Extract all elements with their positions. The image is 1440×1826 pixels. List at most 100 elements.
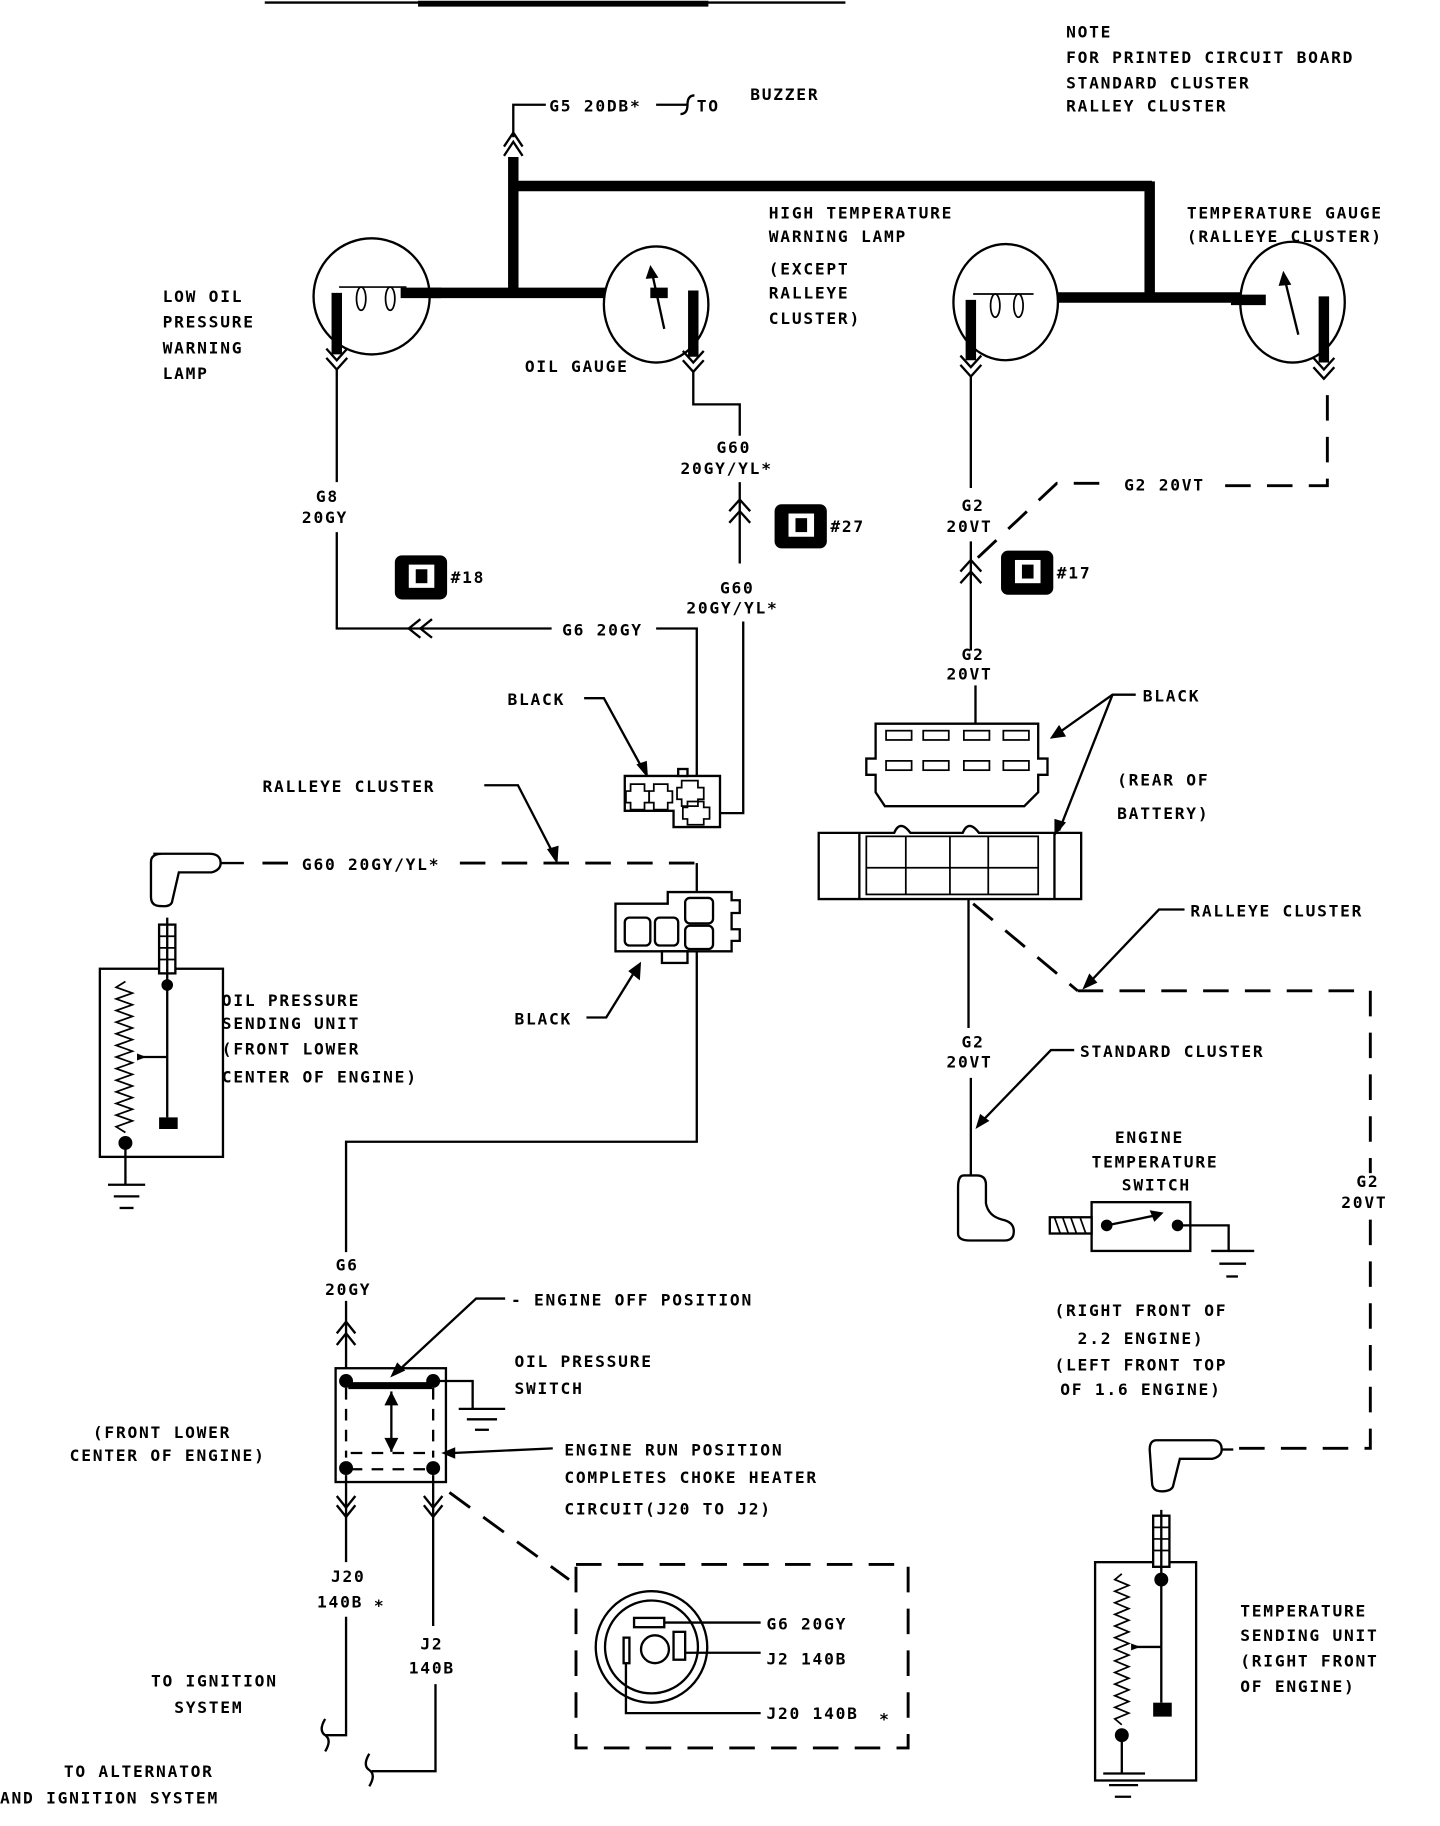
wire-label: 20VT — [1341, 1193, 1387, 1212]
lamp-note: RALLEYE — [769, 284, 850, 303]
engine-temperature-switch: ENGINE TEMPERATURE SWITCH (RIGHT FRONT O… — [1048, 1128, 1255, 1399]
printed-circuit-bus — [400, 157, 1266, 303]
wire-label: G60 20GY/YL* — [302, 855, 440, 874]
wire-label: G6 20GY — [562, 620, 643, 639]
wire-g6-switch: G6 20GY — [325, 1256, 371, 1380]
callout-label: BLACK — [514, 1009, 572, 1028]
switch-outputs: J20 140B * J2 140B TO IGNITION SYSTEM TO… — [0, 1475, 455, 1808]
wire-label: G6 — [336, 1256, 359, 1275]
wire-label: 20GY/YL* — [686, 598, 778, 617]
wire-g60: G60 20GY/YL* G60 20GY/YL* — [681, 371, 778, 815]
component-label: OIL PRESSURE — [222, 991, 360, 1010]
wire-g8: G8 20GY G6 20GY — [302, 369, 698, 779]
destination-label: TO ALTERNATOR — [64, 1762, 214, 1781]
high-temperature-warning-lamp: HIGH TEMPERATURE WARNING LAMP (EXCEPT RA… — [769, 204, 1060, 379]
wire-label: J20 — [331, 1567, 366, 1586]
note-block: NOTE FOR PRINTED CIRCUIT BOARD STANDARD … — [1066, 22, 1354, 116]
wire-label: G2 — [1356, 1172, 1379, 1191]
callout-label: ENGINE RUN POSITION — [564, 1440, 783, 1459]
component-label: OF ENGINE) — [1240, 1677, 1355, 1696]
destination-label: AND IGNITION SYSTEM — [0, 1789, 219, 1808]
wire-label-g5: G5 20DB* — [549, 97, 641, 116]
callout-label: CIRCUIT(J20 TO J2) — [564, 1500, 771, 1519]
black-connector-right: BLACK (REAR OF BATTERY) — [817, 687, 1209, 901]
inset-label: J2 140B — [766, 1649, 847, 1668]
location-label: (RIGHT FRONT OF — [1054, 1301, 1227, 1320]
callout-label: BLACK — [1143, 687, 1201, 706]
location-label: (REAR OF — [1117, 770, 1209, 789]
callout-label: RALLEYE CLUSTER — [1190, 901, 1363, 920]
component-label: SENDING UNIT — [1240, 1626, 1378, 1645]
callout-label: BLACK — [507, 690, 565, 709]
component-label: TEMPERATURE — [1092, 1152, 1219, 1171]
lamp-label: LOW OIL — [163, 287, 244, 306]
component-label: ENGINE — [1115, 1128, 1184, 1147]
oil-pressure-switch: OIL PRESSURE SWITCH - ENGINE OFF POSITIO… — [70, 1291, 818, 1519]
location-label: (LEFT FRONT TOP — [1054, 1356, 1227, 1375]
lamp-label: WARNING LAMP — [769, 227, 907, 246]
callout-label: STANDARD CLUSTER — [1080, 1042, 1264, 1061]
component-label: SENDING UNIT — [222, 1014, 360, 1033]
connector-ref-17: #17 — [1001, 550, 1092, 595]
switch-connector-inset: G6 20GY J2 140B J20 140B * — [448, 1491, 910, 1750]
wire-label: 140B — [409, 1659, 455, 1678]
wire-label: 20VT — [946, 517, 992, 536]
to-label: TO — [697, 97, 720, 116]
gauge-label: TEMPERATURE GAUGE — [1187, 204, 1383, 223]
wire-label: G60 — [717, 438, 752, 457]
destination-label: TO IGNITION — [151, 1671, 278, 1690]
black-connector-upper: BLACK — [507, 690, 722, 829]
lamp-label: HIGH TEMPERATURE — [769, 204, 953, 223]
component-label: OIL PRESSURE — [514, 1352, 652, 1371]
connector-ref-27: #27 — [774, 504, 863, 549]
location-label: (FRONT LOWER — [93, 1423, 231, 1442]
black-connector-lower: BLACK — [344, 890, 741, 1253]
component-label: CENTER OF ENGINE) — [222, 1068, 418, 1087]
connector-ref-18: #18 — [394, 555, 486, 600]
header-rule — [264, 0, 846, 7]
component-label: TEMPERATURE — [1240, 1602, 1367, 1621]
component-label: SWITCH — [1122, 1176, 1191, 1195]
inset-label: J20 140B — [766, 1704, 858, 1723]
wire-label: 20GY/YL* — [681, 459, 773, 478]
wire-label: 20VT — [946, 1052, 992, 1071]
connector-ref-label: #18 — [451, 568, 486, 587]
location-label: 2.2 ENGINE) — [1078, 1329, 1205, 1348]
location-label: OF 1.6 ENGINE) — [1060, 1380, 1221, 1399]
location-label: CENTER OF ENGINE) — [70, 1446, 266, 1465]
wire-label: 140B — [317, 1592, 363, 1611]
oil-gauge-label: OIL GAUGE — [525, 357, 629, 376]
note-line: STANDARD CLUSTER — [1066, 73, 1250, 92]
ralleye-cluster-right: RALLEYE CLUSTER G2 20VT — [967, 899, 1387, 1450]
note-line: RALLEY CLUSTER — [1066, 97, 1227, 116]
component-label: (FRONT LOWER — [222, 1040, 360, 1059]
asterisk-mark: * — [374, 1596, 386, 1615]
callout-label: COMPLETES CHOKE HEATER — [564, 1468, 818, 1487]
lamp-note: (EXCEPT — [769, 259, 850, 278]
component-label: (RIGHT FRONT — [1240, 1652, 1378, 1671]
wire-label: G2 — [962, 1033, 985, 1052]
buzzer-feed: G5 20DB* TO BUZZER — [503, 85, 819, 157]
wire-label: 20GY — [325, 1280, 371, 1299]
lamp-note: CLUSTER) — [769, 309, 861, 328]
oil-pressure-sending-unit: OIL PRESSURE SENDING UNIT (FRONT LOWER C… — [98, 917, 418, 1210]
temperature-sending-unit: TEMPERATURE SENDING UNIT (RIGHT FRONT OF… — [1093, 1439, 1378, 1798]
callout-label: RALLEYE CLUSTER — [262, 777, 435, 796]
lamp-label: PRESSURE — [163, 313, 255, 332]
temperature-gauge: TEMPERATURE GAUGE (RALLEYE CLUSTER) — [1187, 204, 1383, 381]
location-label: BATTERY) — [1117, 804, 1209, 823]
lamp-label: WARNING — [163, 338, 244, 357]
wire-label: G2 — [962, 645, 985, 664]
component-label: SWITCH — [514, 1379, 583, 1398]
destination-label: SYSTEM — [174, 1698, 243, 1717]
lamp-label: LAMP — [163, 364, 209, 383]
buzzer-label: BUZZER — [750, 85, 819, 104]
ralleye-cluster-left: RALLEYE CLUSTER G60 20GY/YL* — [149, 777, 698, 908]
asterisk-mark: * — [879, 1710, 891, 1729]
connector-ref-label: #17 — [1057, 564, 1092, 583]
note-line: FOR PRINTED CIRCUIT BOARD — [1066, 48, 1354, 67]
oil-gauge: OIL GAUGE — [525, 245, 710, 376]
wire-label: G2 20VT — [1124, 475, 1205, 494]
wire-label: G2 — [962, 496, 985, 515]
wire-label: J2 — [420, 1634, 443, 1653]
